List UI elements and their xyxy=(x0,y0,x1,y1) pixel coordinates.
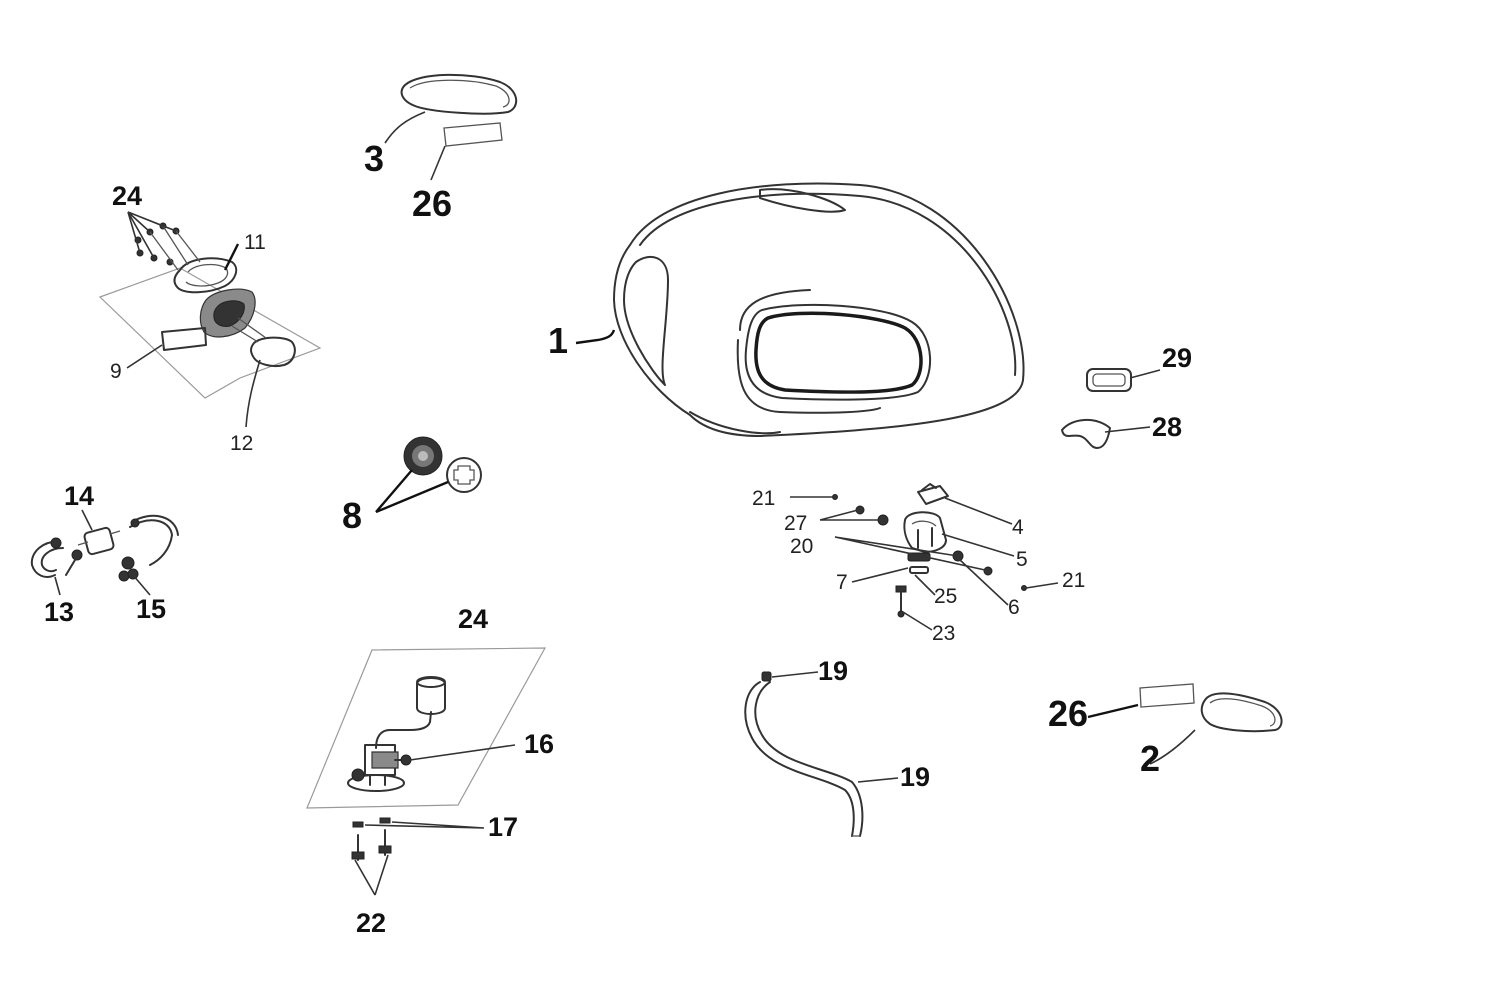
fuel-cap-gasket[interactable] xyxy=(446,457,482,493)
callout-6: 6 xyxy=(1008,596,1020,619)
fuel-cap[interactable] xyxy=(403,436,443,476)
callout-20: 20 xyxy=(790,535,813,558)
fuel-hose-assembly[interactable] xyxy=(30,537,83,578)
callout-24-bottom: 24 xyxy=(458,604,488,634)
fuel-filter[interactable] xyxy=(77,526,121,556)
callout-25: 25 xyxy=(934,585,957,608)
pump-bolts[interactable] xyxy=(351,829,392,861)
callout-1: 1 xyxy=(548,320,568,361)
callout-labels: 1 2 3 26 26 24 24 11 9 12 8 14 13 15 29 … xyxy=(44,138,1192,938)
callout-13: 13 xyxy=(44,597,74,627)
callout-2: 2 xyxy=(1140,738,1160,779)
callout-21-top: 21 xyxy=(752,487,775,510)
fuel-pump-assembly[interactable] xyxy=(306,647,547,809)
callout-16: 16 xyxy=(524,729,554,759)
callout-9: 9 xyxy=(110,360,122,383)
left-badge-sticker[interactable] xyxy=(443,122,503,147)
rubber-pad[interactable] xyxy=(1086,368,1132,392)
callout-28: 28 xyxy=(1152,412,1182,442)
callout-26-right: 26 xyxy=(1048,693,1088,734)
callout-27: 27 xyxy=(784,512,807,535)
callout-12: 12 xyxy=(230,432,253,455)
callout-22: 22 xyxy=(356,908,386,938)
callout-4: 4 xyxy=(1012,516,1024,539)
callout-11: 11 xyxy=(244,231,266,254)
callout-15: 15 xyxy=(136,594,166,624)
callout-29: 29 xyxy=(1162,343,1192,373)
callout-19-bottom: 19 xyxy=(900,762,930,792)
callout-17: 17 xyxy=(488,812,518,842)
callout-5: 5 xyxy=(1016,548,1028,571)
callout-24-left: 24 xyxy=(112,181,142,211)
fuel-gauge-assembly[interactable] xyxy=(98,222,322,399)
leader-lines xyxy=(54,111,1196,896)
tank-mount-bracket[interactable] xyxy=(903,483,949,553)
callout-21-right: 21 xyxy=(1062,569,1085,592)
callout-14: 14 xyxy=(64,481,94,511)
vent-hose[interactable] xyxy=(744,681,864,837)
right-badge-sticker[interactable] xyxy=(1139,683,1195,708)
vent-hose-clip[interactable] xyxy=(761,671,772,682)
left-tank-badge[interactable] xyxy=(400,73,518,115)
callout-7: 7 xyxy=(836,571,848,594)
fuel-tank[interactable] xyxy=(613,182,1025,437)
pump-gasket-washers[interactable] xyxy=(352,817,391,828)
right-tank-badge[interactable] xyxy=(1200,692,1283,733)
callout-8: 8 xyxy=(342,495,362,536)
mount-bolt[interactable] xyxy=(895,585,907,618)
rubber-damper[interactable] xyxy=(1061,419,1111,449)
hose-clamp-set[interactable] xyxy=(118,514,179,582)
callout-3: 3 xyxy=(364,138,384,179)
callout-23: 23 xyxy=(932,622,955,645)
callout-19-top: 19 xyxy=(818,656,848,686)
callout-26-top: 26 xyxy=(412,183,452,224)
